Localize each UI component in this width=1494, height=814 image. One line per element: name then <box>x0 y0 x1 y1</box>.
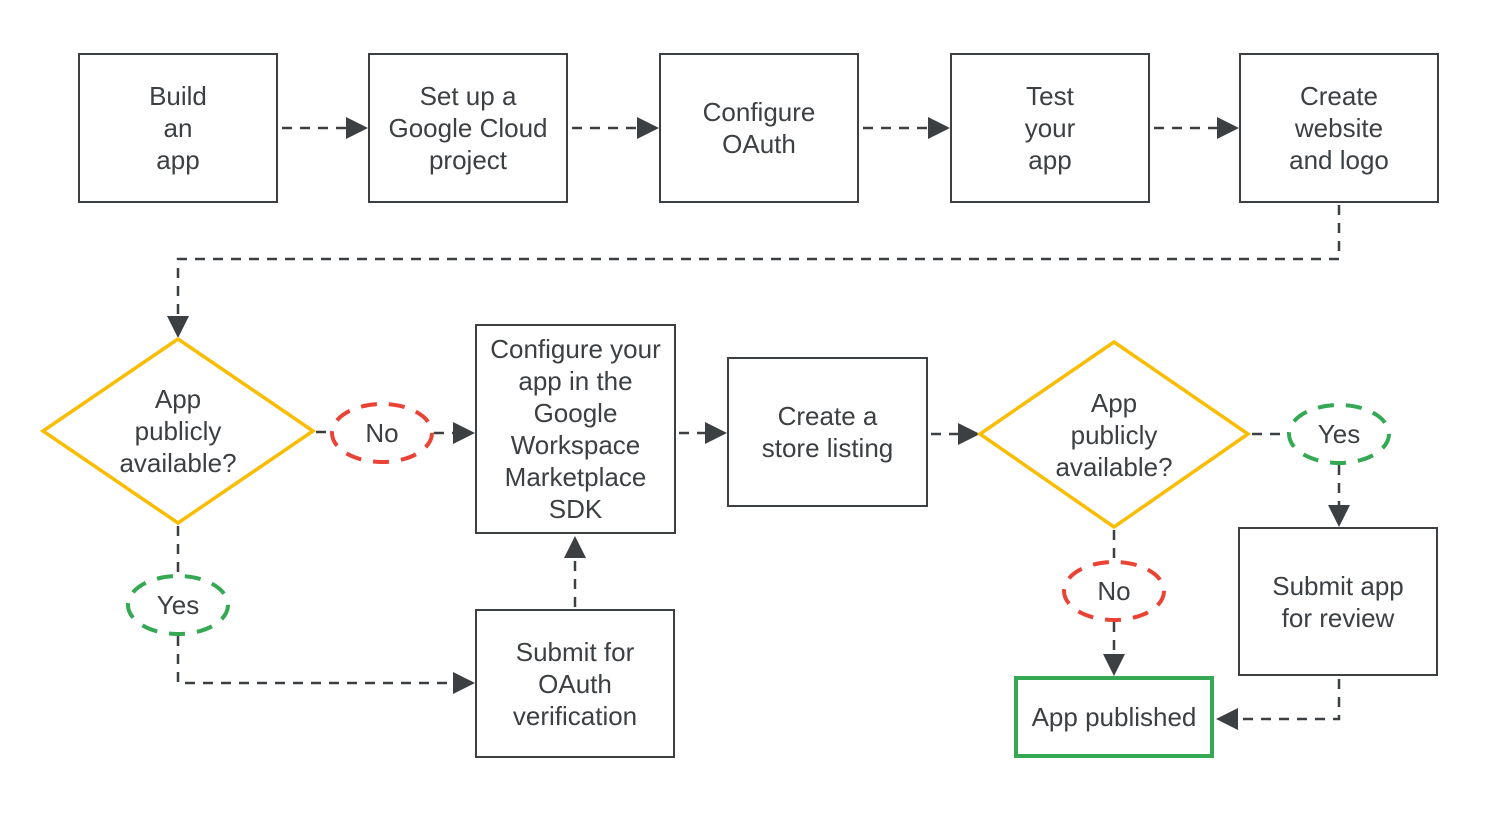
arrowhead-left-icon <box>1216 708 1238 730</box>
node-configure-oauth-label: Configure OAuth <box>702 97 816 159</box>
node-test-app: Test your app <box>950 53 1150 203</box>
arrowhead-down-icon <box>1103 654 1125 676</box>
decision1-diamond <box>39 336 317 526</box>
edge-dashed-line <box>176 205 1341 316</box>
edge-yes1-to-submit-oauth <box>176 636 475 694</box>
node-build-app: Build an app <box>78 53 278 203</box>
edge-dashed-line <box>176 636 451 685</box>
edge-no1-to-configure-sdk <box>434 422 475 444</box>
edge-no2-to-app-published <box>1103 622 1125 676</box>
arrowhead-down-icon <box>1328 505 1350 527</box>
node-create-store-listing-label: Create a store listing <box>761 401 894 463</box>
edge-setup-to-oauth <box>572 117 659 139</box>
no1-oval <box>330 402 434 464</box>
edge-website-to-decision1 <box>167 205 1341 338</box>
edge-dashed-line <box>1238 679 1341 721</box>
yes1-oval <box>126 574 230 636</box>
decision2-diamond <box>976 339 1252 530</box>
node-setup-gcp-project-label: Set up a Google Cloud project <box>388 81 548 175</box>
edge-oauth-to-test <box>863 117 950 139</box>
arrowhead-right-icon <box>453 672 475 694</box>
arrowhead-up-icon <box>564 536 586 558</box>
node-app-published-label: App published <box>1031 702 1197 732</box>
edge-submit-oauth-to-configure-sdk <box>564 536 586 607</box>
node-submit-oauth-verification-label: Submit for OAuth verification <box>512 636 638 731</box>
arrowhead-down-icon <box>167 316 189 338</box>
no2-oval <box>1062 560 1166 622</box>
edge-configure-sdk-to-store-listing <box>679 422 727 444</box>
node-configure-oauth: Configure OAuth <box>659 53 859 203</box>
node-submit-oauth-verification: Submit for OAuth verification <box>475 609 675 758</box>
edge-build-to-setup <box>282 117 368 139</box>
arrowhead-right-icon <box>928 117 950 139</box>
arrowhead-right-icon <box>705 422 727 444</box>
yes2-oval <box>1287 403 1391 465</box>
edge-test-to-website <box>1154 117 1239 139</box>
edge-submit-review-to-app-published <box>1216 679 1341 730</box>
edge-store-listing-to-decision2 <box>931 423 980 445</box>
arrowhead-right-icon <box>346 117 368 139</box>
node-setup-gcp-project: Set up a Google Cloud project <box>368 53 568 203</box>
node-submit-app-review-label: Submit app for review <box>1272 570 1404 633</box>
arrowhead-right-icon <box>637 117 659 139</box>
arrowhead-right-icon <box>1217 117 1239 139</box>
arrowhead-right-icon <box>958 423 980 445</box>
node-configure-marketplace-sdk: Configure your app in the Google Workspa… <box>475 324 676 534</box>
node-create-store-listing: Create a store listing <box>727 357 928 507</box>
node-configure-marketplace-sdk-label: Configure your app in the Google Workspa… <box>490 334 661 524</box>
node-build-app-label: Build an app <box>149 81 207 175</box>
node-test-app-label: Test your app <box>1024 81 1076 175</box>
node-submit-app-review: Submit app for review <box>1238 527 1438 676</box>
node-create-website-logo-label: Create website and logo <box>1289 81 1389 175</box>
edge-yes2-to-submit-review <box>1328 465 1350 527</box>
node-app-published: App published <box>1014 676 1214 758</box>
arrowhead-right-icon <box>453 422 475 444</box>
node-create-website-logo: Create website and logo <box>1239 53 1439 203</box>
